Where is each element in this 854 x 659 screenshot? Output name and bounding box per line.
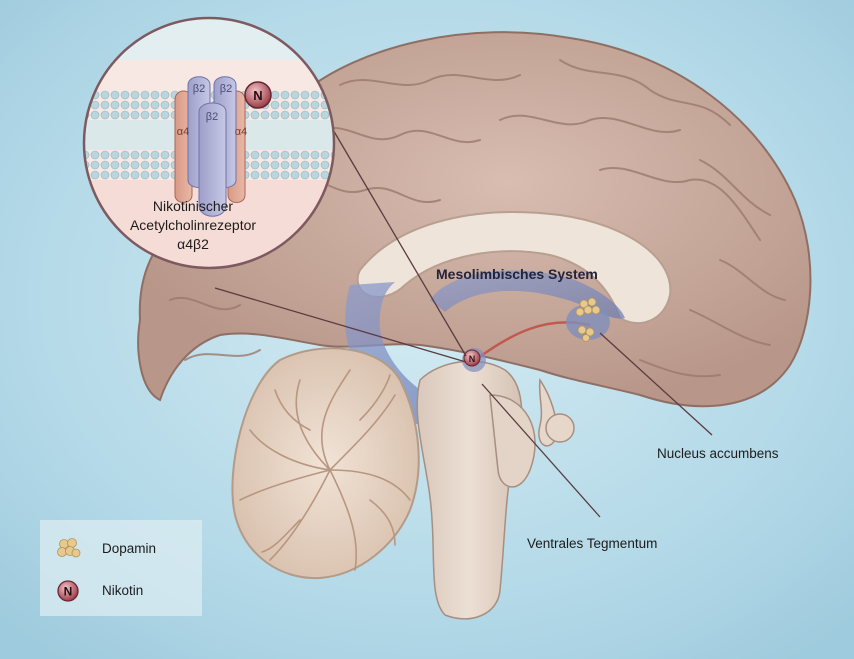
subunit-label-beta-left: β2: [193, 83, 205, 95]
mesolimbic-system-label: Mesolimbisches System: [436, 266, 598, 282]
subunit-labels: β2 β2 β2 α4 α4: [177, 83, 247, 138]
nucleus-accumbens-label: Nucleus accumbens: [657, 446, 779, 461]
dopamine-cluster-icon: [57, 538, 81, 558]
receptor-protein: [174, 76, 246, 217]
receptor-nicotine-symbol: N: [253, 88, 262, 103]
receptor-label-line2: Acetylcholinrezeptor: [129, 217, 257, 233]
legend-dopamine-label: Dopamin: [102, 541, 157, 556]
subunit-label-beta-right: β2: [220, 83, 232, 95]
nicotine-circle-icon: N: [57, 580, 79, 602]
subunit-label-alpha-left: α4: [177, 126, 189, 138]
cerebellum: [231, 347, 420, 580]
subunit-label-alpha-right: α4: [235, 126, 247, 138]
vta-nicotine-symbol: N: [469, 354, 476, 364]
legend-item-nicotine: N Nikotin: [40, 576, 202, 606]
receptor-label-line3: α4β2: [177, 236, 209, 252]
legend: Dopamin N Nikotin: [40, 520, 202, 616]
vta-nicotine-marker: [463, 349, 481, 367]
receptor-nicotine-marker: [244, 81, 272, 109]
subunit-label-beta-center: β2: [206, 111, 218, 123]
dopamine-cluster: [575, 297, 601, 342]
receptor-label-line1: Nikotinischer: [152, 198, 234, 214]
legend-item-dopamine: Dopamin: [40, 534, 202, 564]
gyri-folds: [169, 59, 786, 378]
leader-lines: [214, 127, 713, 518]
receptor-label: Nikotinischer Acetylcholinrezeptor α4β2: [128, 197, 258, 254]
ventral-tegmentum-label: Ventrales Tegmentum: [527, 536, 658, 551]
legend-nicotine-label: Nikotin: [102, 583, 144, 598]
legend-nicotine-symbol: N: [64, 585, 73, 599]
